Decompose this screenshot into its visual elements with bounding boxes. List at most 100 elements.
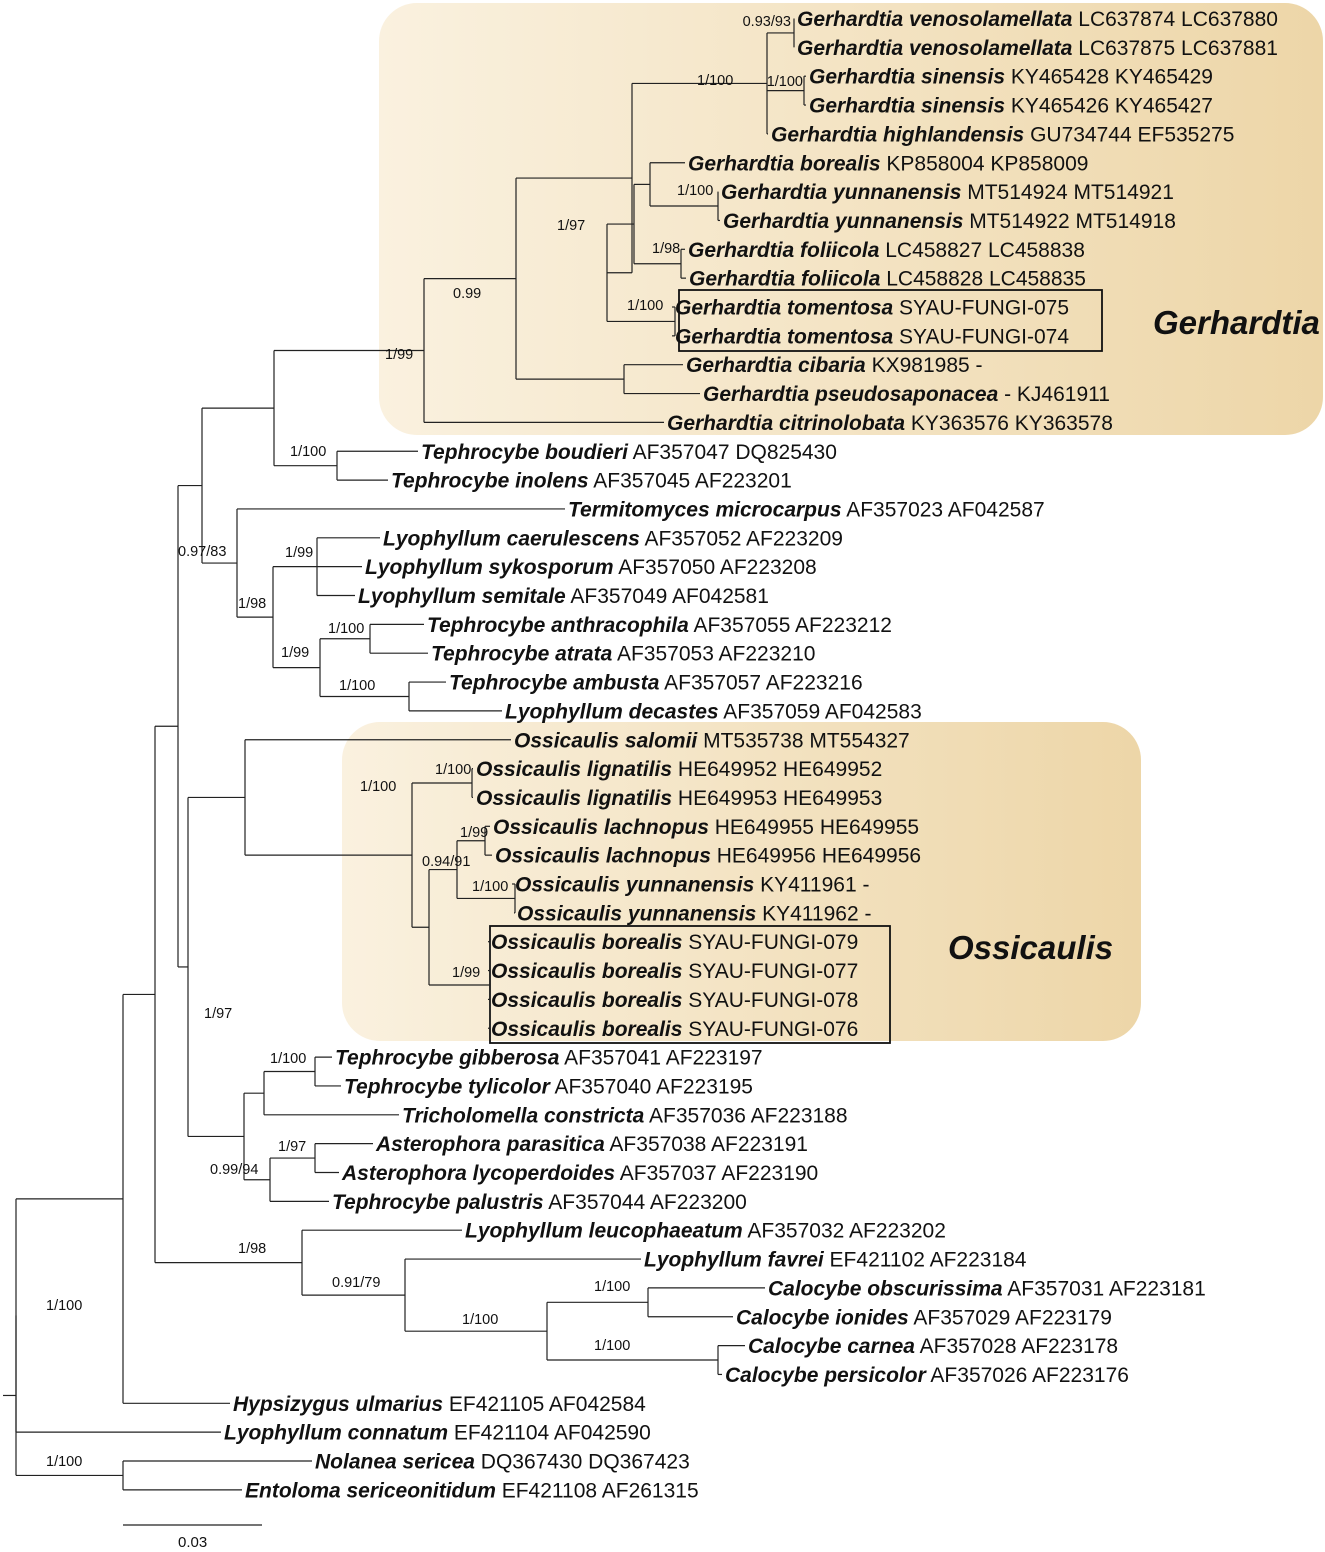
accession-numbers: HE649952 HE649952 — [672, 758, 882, 781]
support-value: 1/97 — [204, 1006, 232, 1022]
support-value: 1/97 — [557, 218, 585, 234]
accession-numbers: GU734744 EF535275 — [1024, 123, 1234, 146]
support-value: 1/100 — [767, 74, 803, 90]
tip-label: Asterophora lycoperdoides AF357037 AF223… — [341, 1162, 818, 1185]
accession-numbers: LC637875 LC637881 — [1072, 37, 1278, 60]
accession-numbers: LC637874 LC637880 — [1072, 8, 1278, 31]
accession-numbers: AF357052 AF223209 — [640, 527, 843, 550]
species-name: Lyophyllum decastes — [505, 700, 719, 723]
tip-label: Termitomyces microcarpus AF357023 AF0425… — [568, 498, 1045, 521]
species-name: Nolanea sericea — [315, 1451, 475, 1474]
accession-numbers: AF357049 AF042581 — [566, 585, 769, 608]
accession-numbers: KY411961 - — [754, 874, 869, 897]
tree-branches — [3, 18, 806, 1491]
accession-numbers: KY411962 - — [756, 902, 871, 925]
tip-label: Asterophora parasitica AF357038 AF223191 — [375, 1133, 808, 1156]
species-name: Lyophyllum caerulescens — [383, 527, 640, 550]
species-name: Gerhardtia citrinolobata — [667, 412, 905, 435]
species-name: Gerhardtia foliicola — [689, 268, 881, 291]
species-name: Ossicaulis lachnopus — [493, 816, 709, 839]
tip-label: Gerhardtia tomentosa SYAU-FUNGI-074 — [675, 325, 1069, 348]
species-name: Termitomyces microcarpus — [568, 498, 842, 521]
species-name: Ossicaulis borealis — [491, 1018, 682, 1041]
accession-numbers: AF357026 AF223176 — [926, 1364, 1129, 1387]
support-value: 1/100 — [627, 298, 663, 314]
accession-numbers: KY363576 KY363578 — [905, 412, 1113, 435]
tip-label: Ossicaulis yunnanensis KY411961 - — [515, 874, 869, 897]
tip-label: Gerhardtia yunnanensis MT514922 MT514918 — [723, 210, 1176, 233]
accession-numbers: AF357038 AF223191 — [605, 1133, 808, 1156]
tip-label: Ossicaulis borealis SYAU-FUNGI-079 — [491, 931, 858, 954]
accession-numbers: KY465428 KY465429 — [1005, 66, 1213, 89]
species-name: Calocybe obscurissima — [768, 1277, 1003, 1300]
support-value: 1/100 — [46, 1298, 82, 1314]
tip-label: Nolanea sericea DQ367430 DQ367423 — [315, 1451, 690, 1474]
accession-numbers: EF421102 AF223184 — [824, 1249, 1027, 1272]
tip-label: Ossicaulis yunnanensis KY411962 - — [517, 902, 871, 925]
tip-label: Lyophyllum sykosporum AF357050 AF223208 — [365, 556, 817, 579]
tip-label: Tephrocybe anthracophila AF357055 AF2232… — [427, 614, 892, 637]
accession-numbers: AF357044 AF223200 — [544, 1191, 747, 1214]
tip-label: Ossicaulis lignatilis HE649953 HE649953 — [476, 787, 882, 810]
accession-numbers: AF357032 AF223202 — [743, 1220, 946, 1243]
accession-numbers: LC458828 LC458835 — [880, 268, 1086, 291]
accession-numbers: AF357040 AF223195 — [550, 1075, 753, 1098]
species-name: Ossicaulis lignatilis — [476, 787, 672, 810]
support-value: 1/100 — [290, 444, 326, 460]
tip-label: Gerhardtia pseudosaponacea - KJ461911 — [703, 383, 1110, 406]
support-value: 0.94/91 — [422, 854, 470, 870]
species-name: Lyophyllum favrei — [644, 1249, 825, 1272]
support-value: 1/99 — [452, 965, 480, 981]
species-name: Ossicaulis borealis — [491, 931, 682, 954]
species-name: Tephrocybe ambusta — [449, 672, 660, 695]
species-name: Tephrocybe boudieri — [421, 441, 629, 464]
species-name: Ossicaulis lignatilis — [476, 758, 672, 781]
support-value: 1/99 — [281, 645, 309, 661]
tip-label: Ossicaulis borealis SYAU-FUNGI-078 — [491, 989, 858, 1012]
tip-label: Lyophyllum favrei EF421102 AF223184 — [644, 1249, 1027, 1272]
tip-label: Gerhardtia sinensis KY465428 KY465429 — [809, 66, 1213, 89]
tip-label: Lyophyllum connatum EF421104 AF042590 — [224, 1422, 651, 1445]
accession-numbers: EF421108 AF261315 — [496, 1479, 699, 1502]
species-name: Tricholomella constricta — [402, 1104, 645, 1127]
tip-label: Gerhardtia yunnanensis MT514924 MT514921 — [721, 181, 1174, 204]
species-name: Calocybe persicolor — [725, 1364, 928, 1387]
accession-numbers: MT514922 MT514918 — [963, 210, 1175, 233]
support-value: 1/98 — [238, 1241, 266, 1257]
species-name: Ossicaulis borealis — [491, 960, 682, 983]
tip-label: Tricholomella constricta AF357036 AF2231… — [402, 1104, 848, 1127]
tip-label: Hypsizygus ulmarius EF421105 AF042584 — [233, 1393, 646, 1416]
tip-label: Tephrocybe atrata AF357053 AF223210 — [431, 643, 815, 666]
species-name: Asterophora parasitica — [375, 1133, 605, 1156]
species-name: Gerhardtia sinensis — [809, 95, 1005, 118]
tip-label: Gerhardtia borealis KP858004 KP858009 — [688, 152, 1088, 175]
tip-label: Calocybe obscurissima AF357031 AF223181 — [768, 1277, 1206, 1300]
tip-label: Tephrocybe palustris AF357044 AF223200 — [332, 1191, 747, 1214]
accession-numbers: SYAU-FUNGI-078 — [682, 989, 858, 1012]
species-name: Gerhardtia sinensis — [809, 66, 1005, 89]
tip-label: Gerhardtia tomentosa SYAU-FUNGI-075 — [675, 297, 1069, 320]
support-value: 1/100 — [46, 1454, 82, 1470]
support-value: 1/100 — [462, 1312, 498, 1328]
support-value: 1/100 — [270, 1051, 306, 1067]
accession-numbers: KP858004 KP858009 — [881, 152, 1089, 175]
support-value: 1/99 — [385, 347, 413, 363]
species-name: Gerhardtia borealis — [688, 152, 881, 175]
tip-labels: Gerhardtia venosolamellata LC637874 LC63… — [224, 8, 1278, 1502]
accession-numbers: AF357057 AF223216 — [659, 672, 862, 695]
tip-label: Gerhardtia foliicola LC458828 LC458835 — [689, 268, 1086, 291]
species-name: Tephrocybe atrata — [431, 643, 613, 666]
support-value: 1/98 — [238, 596, 266, 612]
species-name: Lyophyllum leucophaeatum — [465, 1220, 743, 1243]
species-name: Asterophora lycoperdoides — [341, 1162, 615, 1185]
accession-numbers: SYAU-FUNGI-077 — [682, 960, 858, 983]
tip-label: Tephrocybe tylicolor AF357040 AF223195 — [344, 1075, 753, 1098]
accession-numbers: AF357037 AF223190 — [615, 1162, 818, 1185]
species-name: Gerhardtia venosolamellata — [797, 37, 1073, 60]
support-value: 1/100 — [594, 1338, 630, 1354]
accession-numbers: EF421104 AF042590 — [448, 1422, 651, 1445]
species-name: Calocybe ionides — [736, 1306, 909, 1329]
accession-numbers: SYAU-FUNGI-079 — [682, 931, 858, 954]
species-name: Ossicaulis yunnanensis — [515, 874, 754, 897]
